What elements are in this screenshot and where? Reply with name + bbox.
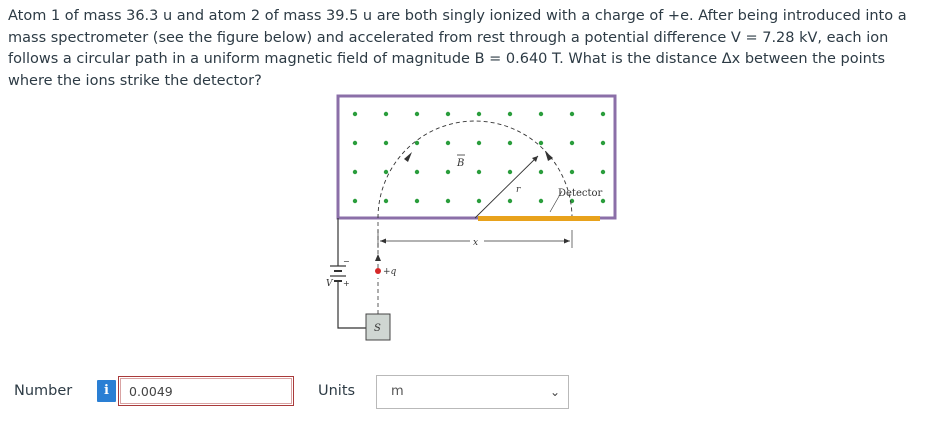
field-dot — [538, 169, 544, 175]
field-dot — [476, 198, 482, 204]
minus-label: − — [343, 257, 350, 266]
field-dot — [414, 111, 420, 117]
chevron-down-icon: ⌄ — [549, 385, 560, 399]
field-dot — [569, 169, 575, 175]
field-dot — [600, 140, 606, 146]
source-box — [365, 313, 391, 341]
b-label: B — [456, 158, 464, 169]
units-label: Units — [318, 383, 356, 399]
field-dot — [476, 140, 482, 146]
field-dot — [445, 111, 451, 117]
field-dot — [414, 169, 420, 175]
field-dot — [414, 140, 420, 146]
field-dot — [352, 140, 358, 146]
field-dot — [352, 111, 358, 117]
field-dot — [476, 111, 482, 117]
x-label: x — [473, 238, 478, 248]
charge-label: +q — [383, 267, 397, 277]
info-icon[interactable]: i — [97, 380, 116, 402]
field-dot — [383, 198, 389, 204]
field-dot — [600, 198, 606, 204]
field-dot — [538, 111, 544, 117]
field-dot — [445, 169, 451, 175]
field-dot — [445, 140, 451, 146]
number-input[interactable] — [118, 376, 294, 406]
number-label: Number — [14, 383, 73, 399]
field-dot — [569, 111, 575, 117]
field-dot — [352, 198, 358, 204]
field-dot — [476, 169, 482, 175]
field-dot — [383, 111, 389, 117]
field-dot — [383, 140, 389, 146]
r-label: r — [516, 185, 521, 195]
ion-dot — [375, 268, 381, 274]
field-dot — [507, 169, 513, 175]
detector-label: Detector — [558, 188, 603, 199]
field-dot — [507, 140, 513, 146]
field-dot — [507, 111, 513, 117]
answer-row: Number i Units m ⌄ — [0, 375, 930, 409]
units-selected-value: m — [391, 384, 404, 399]
units-select[interactable]: m ⌄ — [376, 375, 569, 409]
path-arrow-right — [545, 151, 553, 161]
field-dot — [600, 169, 606, 175]
question-text: Atom 1 of mass 36.3 u and atom 2 of mass… — [8, 8, 907, 89]
field-dot — [600, 111, 606, 117]
field-dot — [445, 198, 451, 204]
field-dot — [352, 169, 358, 175]
detector — [478, 216, 600, 221]
field-dot — [569, 140, 575, 146]
source-label: S — [374, 323, 381, 334]
radius-line — [474, 155, 539, 219]
plus-label: + — [343, 279, 350, 288]
field-dots — [352, 111, 606, 204]
field-dot — [414, 198, 420, 204]
field-dot — [383, 169, 389, 175]
field-dot — [538, 198, 544, 204]
field-dot — [507, 198, 513, 204]
field-dot — [538, 140, 544, 146]
path-arrow-left — [404, 152, 412, 162]
chamber-border — [336, 94, 617, 220]
v-label: V — [326, 279, 334, 289]
mass-spectrometer-figure: r B Detector x V + − S +q — [326, 94, 617, 341]
ion-path — [377, 120, 573, 219]
